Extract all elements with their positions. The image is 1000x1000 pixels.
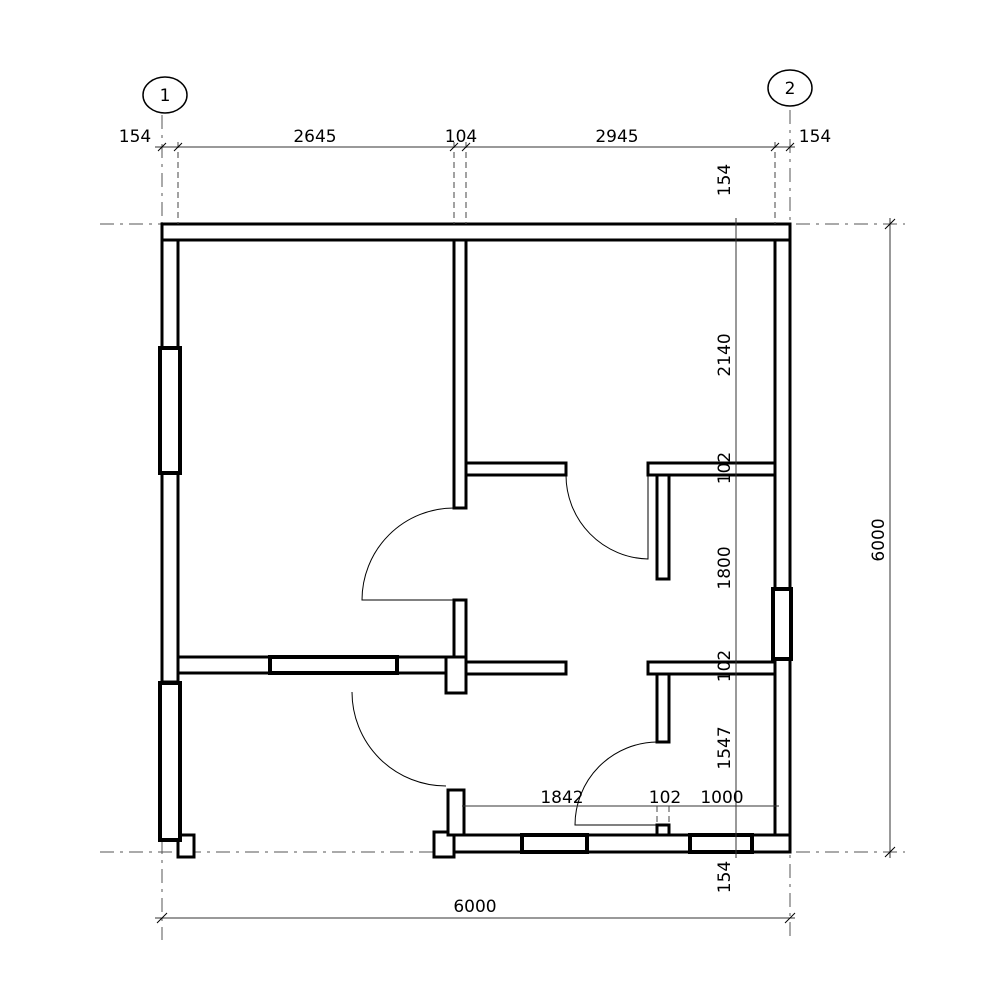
door-swing xyxy=(574,741,661,826)
grid-bubble-2: 2 xyxy=(767,69,813,107)
dimension-label: 2645 xyxy=(293,127,336,147)
dimension-label: 2945 xyxy=(595,127,638,147)
wall-stub xyxy=(446,788,466,837)
dimension-bottom-overall: 6000 xyxy=(155,897,796,924)
door-swing xyxy=(361,507,455,601)
wall-top xyxy=(160,222,792,242)
dimension-label: 154 xyxy=(119,127,151,147)
door-swing xyxy=(565,474,649,560)
windows xyxy=(158,346,793,854)
grid-bubble-1: 1 xyxy=(142,76,188,114)
grid-label: 2 xyxy=(785,79,796,99)
dimension-label: 154 xyxy=(715,164,735,196)
dimension-right-overall: 6000 xyxy=(869,218,896,858)
window xyxy=(268,655,399,675)
window xyxy=(771,587,793,661)
dimension-right-inner: 154 2140 102 1800 102 1547 154 xyxy=(715,164,737,893)
dimension-label: 154 xyxy=(715,861,735,893)
walls xyxy=(160,222,792,859)
grid-label: 1 xyxy=(160,86,171,106)
dimension-label: 6000 xyxy=(453,897,496,917)
wall-post xyxy=(655,823,671,837)
wall-post xyxy=(432,830,456,859)
dimension-label: 154 xyxy=(799,127,831,147)
window xyxy=(520,833,589,854)
dimension-label: 102 xyxy=(715,650,735,682)
window xyxy=(688,833,754,854)
dimension-label: 1000 xyxy=(700,788,743,808)
door-swing xyxy=(351,691,447,787)
dimension-top: 154 2645 104 2945 154 xyxy=(119,127,831,224)
wall-stub xyxy=(464,461,568,477)
dimension-label: 104 xyxy=(445,127,477,147)
dimension-label: 1842 xyxy=(540,788,583,808)
dimension-bottom-inner: 1842 102 1000 xyxy=(462,788,779,825)
wall-stub xyxy=(464,660,568,676)
wall-partition xyxy=(646,461,777,477)
wall-partition-vertical xyxy=(655,672,671,744)
window xyxy=(158,346,182,475)
wall-interior-vertical xyxy=(452,598,468,659)
wall-partition-vertical xyxy=(655,473,671,581)
dimension-label: 6000 xyxy=(869,518,889,561)
doors xyxy=(351,474,661,826)
dimension-label: 2140 xyxy=(715,333,735,376)
wall-partition xyxy=(646,660,777,676)
dimension-label: 1800 xyxy=(715,546,735,589)
window xyxy=(158,681,182,842)
wall-interior-vertical xyxy=(452,238,468,510)
dimension-label: 102 xyxy=(715,452,735,484)
dimension-label: 102 xyxy=(649,788,681,808)
wall-right xyxy=(773,238,792,854)
dimension-label: 1547 xyxy=(715,726,735,769)
wall-junction xyxy=(444,655,468,695)
